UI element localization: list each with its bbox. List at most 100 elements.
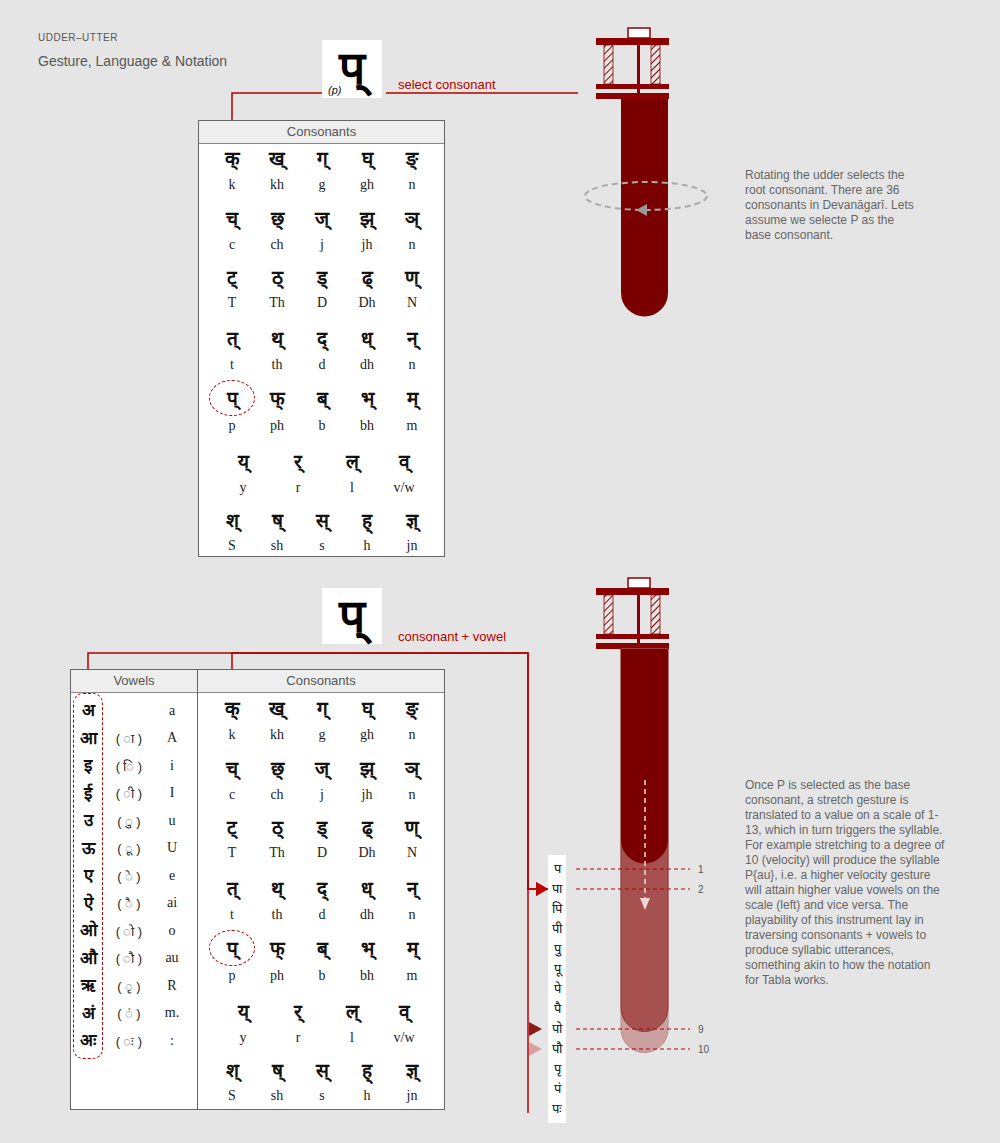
consonant-letter: ष् [272,507,283,533]
vowel-sign: ( ं ) [117,1004,140,1022]
consonant-letter: य् [238,998,249,1024]
press-frame [596,28,669,99]
table-heading: Consonants [198,670,444,693]
consonant-letter: फ् [270,935,285,961]
consonant-letter: ण् [405,814,419,840]
consonant-letter: ध् [361,875,373,901]
scale-number: 9 [698,1024,704,1035]
transliteration: e [169,868,175,884]
selection-circle: प् [209,380,255,416]
consonant-letter: घ् [362,145,373,171]
transliteration: bh [360,968,374,984]
vowel-letter: अ [78,697,98,725]
transliteration: b [319,418,326,434]
transliteration: r [296,480,301,496]
consonant-letter: ज्ञ् [406,1057,418,1083]
consonant-letter: झ् [360,205,374,231]
consonant-letter: भ् [361,935,374,961]
consonant-letter: ण् [405,264,419,290]
syllable: पै [552,999,562,1019]
transliteration: au [165,950,178,966]
syllable: पो [552,1019,562,1039]
transliteration: h [364,538,371,554]
scale-leader [576,869,690,870]
transliteration: dh [360,357,374,373]
consonant-letter: ह् [362,507,372,533]
scale-line [527,880,529,1113]
transliteration: h [364,1088,371,1104]
transliteration: n [409,907,416,923]
udder-body [621,99,668,316]
consonant-letter: ष् [272,1057,283,1083]
stretch-arrowhead [640,898,650,910]
consonant-letter: फ् [270,385,285,411]
syllable: पा [552,879,562,899]
transliteration: d [319,907,326,923]
note-text: Rotating the udder selects the root cons… [745,168,920,243]
transliteration: jn [407,538,418,554]
consonant-letter: त् [227,875,238,901]
consonant-letter: स् [316,507,329,533]
transliteration: p [229,418,236,434]
transliteration: v/w [394,480,415,496]
consonant-letter: ञ् [405,205,419,231]
transliteration: g [319,727,326,743]
syllable: पौ [552,1039,562,1059]
transliteration: T [228,295,237,311]
consonant-letter: ल् [346,998,359,1024]
glyph-box: प् [322,588,382,644]
rotation-arrow [636,204,647,216]
syllable: पु [552,939,562,959]
consonant-letter: न् [407,325,418,351]
transliteration: ph [270,968,284,984]
selection-circle: प् [209,930,255,966]
transliteration: l [350,1030,354,1046]
selected-glyph: प् [328,590,376,642]
transliteration: s [319,1088,324,1104]
consonant-letter: ङ् [406,145,418,171]
transliteration: Th [269,295,285,311]
vowel-sign: ( ू ) [117,839,140,857]
consonant-letter: च् [226,205,238,231]
consonant-letter: क् [225,695,240,721]
consonant-letter: श् [226,1057,239,1083]
consonant-letter: ख् [269,145,285,171]
press-frame [596,578,669,649]
consonant-letter: घ् [362,695,373,721]
udder-body [621,649,668,863]
scale-leader [576,889,690,890]
transliteration: t [230,357,234,373]
vowel-sign: ( ो ) [116,922,142,940]
label-text: consonant + vowel [398,629,506,644]
transliteration: m. [165,1005,179,1021]
transliteration: jh [362,787,373,803]
scale-number: 10 [698,1044,709,1055]
consonant-letter: म् [407,385,418,411]
consonant-letter: ठ् [272,814,283,840]
transliteration: th [272,907,283,923]
consonant-letter: ङ् [406,695,418,721]
consonant-letter: ढ् [362,814,373,840]
transliteration: t [230,907,234,923]
vowel-letter: अः [78,1027,98,1055]
vowel-letter: अं [78,1000,98,1028]
transliteration: n [409,727,416,743]
consonant-letter: क् [225,145,240,171]
vowel-sign: ( ृ ) [117,977,140,995]
transliteration: s [319,538,324,554]
transliteration: jn [407,1088,418,1104]
transliteration: l [350,480,354,496]
consonant-letter: ज् [315,755,329,781]
vowel-sign: ( ु ) [117,812,140,830]
transliteration: y [240,480,247,496]
stretch-arrow [644,780,646,898]
transliteration: bh [360,418,374,434]
transliteration: n [409,787,416,803]
transliteration: a [169,703,175,719]
transliteration: sh [271,1088,283,1104]
consonant-letter: व् [399,998,410,1024]
transliteration: p [229,968,236,984]
consonant-letter: स् [316,1057,329,1083]
transliteration: th [272,357,283,373]
transliteration: R [167,978,176,994]
